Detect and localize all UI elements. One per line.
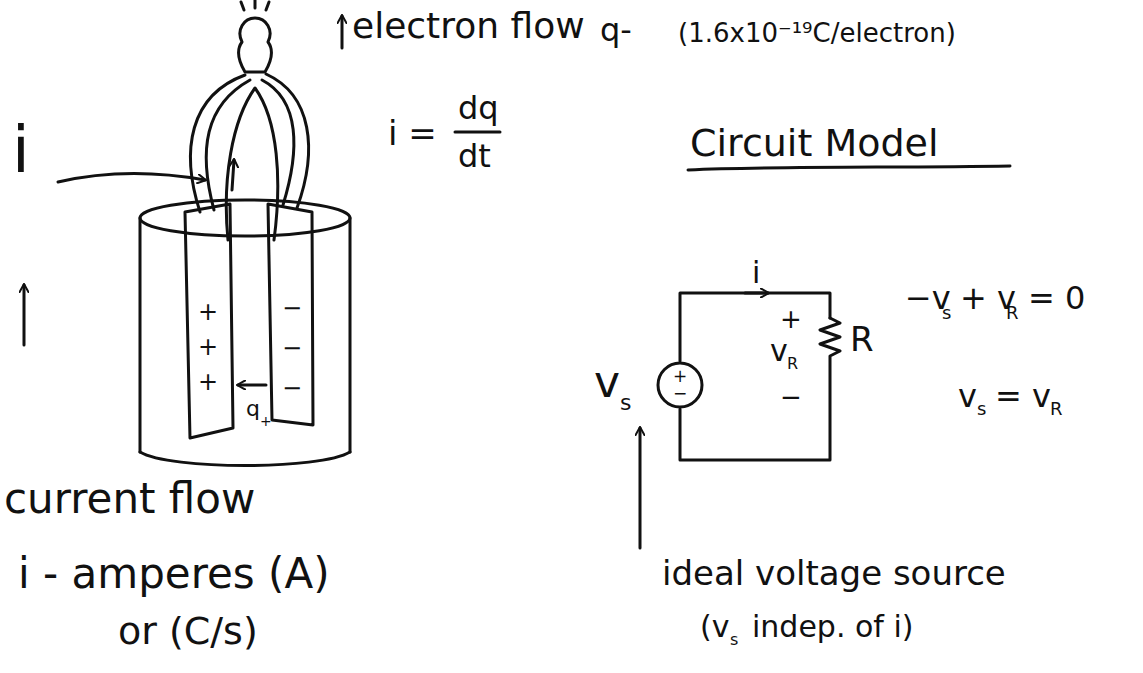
polarity-mark: + [198, 370, 218, 394]
polarity-mark: + [780, 306, 802, 332]
equation: i = [388, 116, 437, 150]
polarity-mark: + [673, 368, 687, 385]
current-symbol: i [752, 258, 760, 288]
annotation: electron flow [352, 8, 585, 44]
current-symbol: i [12, 118, 30, 182]
equation: dt [458, 140, 491, 172]
annotation: ideal voltage source [662, 556, 1006, 590]
polarity-mark: − [780, 384, 802, 410]
component-label: R [850, 322, 874, 356]
polarity-mark: − [282, 336, 302, 360]
annotation: current flow [4, 478, 255, 520]
charge-symbol: q [246, 398, 260, 420]
annotation: indep. of i) [752, 612, 913, 642]
annotation: (1.6x10⁻¹⁹C/electron) [678, 20, 956, 46]
equation: dq [458, 92, 499, 124]
voltage-source: +− [656, 361, 704, 409]
polarity-mark: − [282, 376, 302, 400]
subscript: R [1006, 304, 1019, 322]
charge-symbol: + [260, 414, 272, 428]
voltage-symbol: v [594, 360, 620, 404]
subscript: R [787, 356, 798, 372]
subscript: s [942, 304, 951, 322]
polarity-mark: + [198, 300, 218, 324]
section-heading: Circuit Model [690, 124, 938, 162]
subscript: R [1050, 400, 1063, 418]
charge-symbol: q- [600, 14, 632, 46]
polarity-mark: + [198, 335, 218, 359]
polarity-mark: − [673, 385, 687, 402]
annotation: (v [700, 612, 729, 642]
equation: v [958, 380, 977, 412]
annotation: or (C/s) [118, 612, 258, 650]
annotation: i - amperes (A) [18, 553, 330, 595]
voltage-symbol: v [770, 336, 788, 366]
subscript: s [620, 392, 631, 414]
equation: = 0 [1028, 282, 1085, 314]
equation: = v [995, 380, 1051, 412]
subscript: s [730, 632, 738, 648]
polarity-mark: − [282, 296, 302, 320]
subscript: s [977, 400, 986, 418]
